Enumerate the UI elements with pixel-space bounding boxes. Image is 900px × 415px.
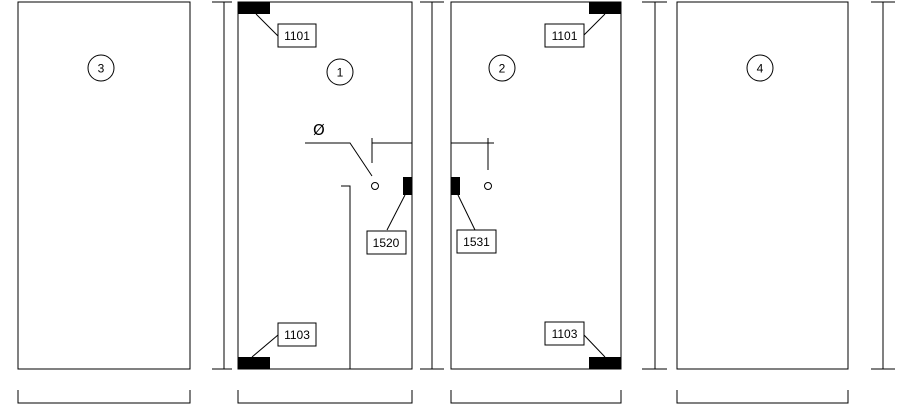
strike-right [451, 177, 460, 195]
panel-2-number-circle [488, 54, 516, 82]
panel-2-outline [450, 1, 622, 370]
tag-top-hinge-right-label: 1101 [552, 29, 578, 43]
leader-lock-left [386, 194, 406, 231]
leader-top-hinge-right [583, 13, 606, 36]
height-dim-line [341, 185, 351, 369]
panel-1-bottom-hinge [238, 357, 270, 369]
leader-bottom-hinge-right [583, 334, 606, 358]
panel-1-number-circle [326, 58, 354, 86]
bottom-profile-2 [450, 390, 622, 404]
bottom-profile-1 [237, 390, 413, 404]
panel-4: 4 [676, 1, 849, 370]
panel-4-number-circle [746, 54, 774, 82]
tag-bottom-hinge-right-label: 1103 [552, 327, 578, 341]
panel-3: 3 [17, 1, 191, 370]
panel-3-number: 3 [98, 62, 105, 76]
panel-3-outline [17, 1, 191, 370]
lock-left [403, 177, 412, 195]
panel-4-number: 4 [757, 62, 764, 76]
leader-strike-right [457, 194, 476, 231]
tag-strike-right-label: 1531 [463, 235, 490, 249]
panel-1-number: 1 [337, 66, 344, 80]
panel-2-top-hinge [589, 2, 621, 14]
tag-top-hinge-right [544, 23, 585, 48]
panel-1-outline [237, 1, 413, 370]
tag-top-hinge-left-label: 1101 [284, 29, 310, 43]
diameter-symbol: Ø [313, 121, 325, 139]
tag-lock-left-label: 1520 [373, 236, 400, 250]
tag-top-hinge-left [277, 23, 317, 48]
bottom-profile-3 [17, 390, 191, 404]
panel-2: 2 1101 1103 1531 [450, 1, 622, 370]
diameter-leader [305, 142, 373, 177]
tag-strike-right [456, 229, 497, 254]
bottom-profile [17, 390, 849, 404]
panel-4-outline [676, 1, 849, 370]
tag-bottom-hinge-left-label: 1103 [284, 328, 310, 342]
leader-bottom-hinge-left [251, 334, 279, 358]
hole-left [371, 182, 379, 190]
hole-right [484, 182, 492, 190]
leader-top-hinge-left [255, 13, 279, 37]
panel-1: 1 1101 1103 Ø 1520 [237, 1, 413, 370]
tag-bottom-hinge-left [277, 322, 317, 347]
bottom-profile-4 [676, 390, 849, 404]
panel-3-number-circle [87, 54, 115, 82]
tag-lock-left [366, 230, 407, 255]
dimension-lines [212, 1, 895, 370]
panel-2-number: 2 [499, 62, 506, 76]
panel-1-top-hinge [238, 2, 270, 14]
panel-2-bottom-hinge [589, 357, 621, 369]
tag-bottom-hinge-right [544, 321, 585, 346]
